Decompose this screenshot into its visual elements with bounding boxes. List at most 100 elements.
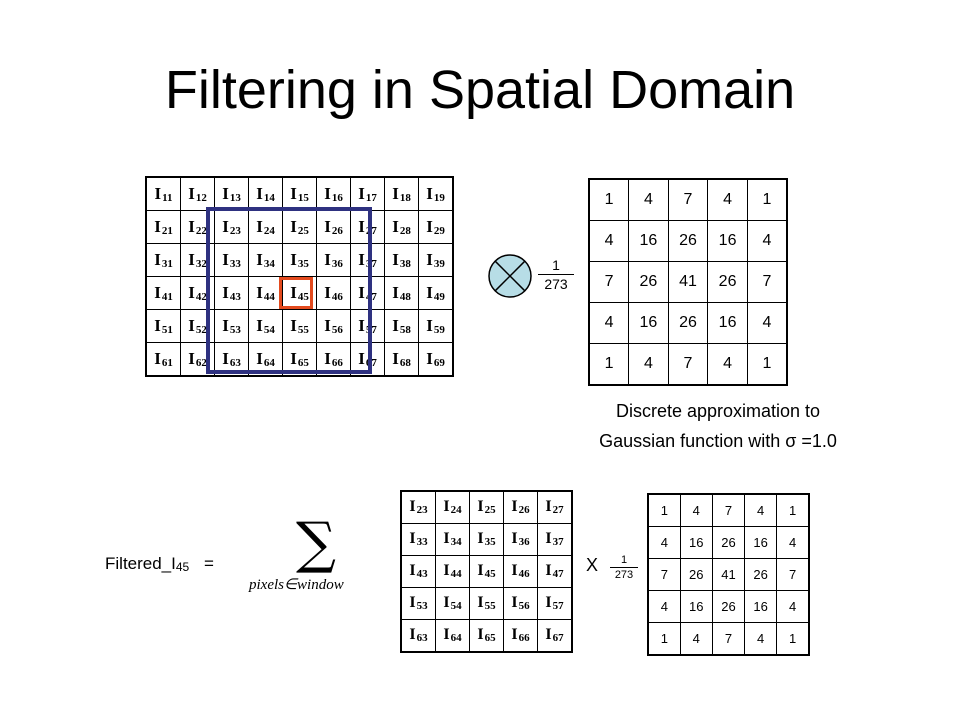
kernel-cell: 41	[711, 558, 746, 591]
pixel-cell: I26	[503, 490, 538, 524]
pixel-letter: I	[392, 216, 399, 236]
pixel-letter: I	[409, 498, 416, 515]
pixel-letter: I	[358, 348, 365, 368]
pixel-letter: I	[409, 562, 416, 579]
pixel-letter: I	[188, 183, 195, 203]
pixel-cell: I63	[400, 619, 436, 653]
pixel-cell: I47	[350, 276, 385, 310]
pixel-letter: I	[154, 216, 161, 236]
pixel-index: 41	[161, 290, 173, 303]
kernel-cell: 4	[776, 526, 811, 559]
pixel-cell: I28	[384, 210, 419, 244]
kernel-cell: 1	[776, 622, 811, 656]
pixel-letter: I	[477, 562, 484, 579]
pixel-cell: I67	[350, 342, 385, 377]
pixel-cell: I23	[214, 210, 249, 244]
pixel-cell: I53	[214, 309, 249, 343]
pixel-cell: I15	[282, 176, 317, 211]
pixel-letter: I	[290, 216, 297, 236]
pixel-letter: I	[358, 282, 365, 302]
kernel-cell: 7	[588, 261, 630, 303]
pixel-letter: I	[188, 216, 195, 236]
pixel-cell: I56	[316, 309, 351, 343]
kernel-cell: 16	[679, 526, 713, 559]
pixel-letter: I	[154, 315, 161, 335]
pixel-cell: I37	[350, 243, 385, 277]
pixel-letter: I	[426, 249, 433, 269]
pixel-index: 68	[399, 356, 411, 369]
pixel-letter: I	[392, 282, 399, 302]
pixel-letter: I	[545, 594, 552, 611]
pixel-letter: I	[443, 498, 450, 515]
pixel-index: 47	[552, 568, 564, 580]
pixel-cell: I33	[214, 243, 249, 277]
kernel-cell: 4	[707, 343, 748, 386]
kernel-cell: 16	[628, 220, 669, 262]
pixel-index: 58	[399, 323, 411, 336]
pixel-cell: I37	[537, 523, 573, 556]
pixel-cell: I24	[435, 490, 470, 524]
pixel-index: 35	[297, 257, 309, 270]
pixel-letter: I	[256, 282, 263, 302]
summation-range: pixels∈window	[249, 577, 344, 593]
pixel-letter: I	[290, 348, 297, 368]
pixel-index: 31	[161, 257, 173, 270]
pixel-letter: I	[511, 626, 518, 643]
pixel-cell: I55	[469, 587, 504, 620]
kernel-cell: 16	[744, 526, 778, 559]
pixel-index: 32	[195, 257, 207, 270]
pixel-index: 26	[518, 504, 530, 516]
pixel-letter: I	[392, 249, 399, 269]
pixel-index: 55	[484, 600, 496, 612]
pixel-index: 12	[195, 191, 207, 204]
pixel-cell: I66	[503, 619, 538, 653]
pixel-cell: I23	[400, 490, 436, 524]
kernel-cell: 26	[679, 558, 713, 591]
pixel-index: 25	[484, 504, 496, 516]
pixel-cell: I64	[435, 619, 470, 653]
pixel-cell: I27	[350, 210, 385, 244]
pixel-letter: I	[256, 216, 263, 236]
kernel-cell: 7	[667, 178, 709, 221]
pixel-cell: I53	[400, 587, 436, 620]
pixel-cell: I16	[316, 176, 351, 211]
pixel-letter: I	[477, 626, 484, 643]
pixel-index: 34	[263, 257, 275, 270]
kernel-cell: 4	[628, 178, 669, 221]
pixel-cell: I25	[282, 210, 317, 244]
pixel-cell: I49	[418, 276, 454, 310]
pixel-cell: I46	[503, 555, 538, 588]
kernel-cell: 1	[646, 622, 681, 656]
pixel-index: 23	[229, 224, 241, 237]
pixel-cell: I25	[469, 490, 504, 524]
pixel-index: 46	[518, 568, 530, 580]
pixel-cell: I29	[418, 210, 454, 244]
kernel-cell: 7	[776, 558, 811, 591]
pixel-cell: I36	[503, 523, 538, 556]
pixel-letter: I	[477, 498, 484, 515]
pixel-index: 11	[162, 191, 173, 204]
pixel-letter: I	[426, 348, 433, 368]
pixel-letter: I	[545, 562, 552, 579]
formula-normalization-fraction: 1 273	[610, 553, 638, 582]
pixel-letter: I	[290, 282, 297, 302]
pixel-letter: I	[443, 626, 450, 643]
formula-equals: =	[203, 554, 214, 573]
pixel-letter: I	[222, 282, 229, 302]
pixel-letter: I	[358, 315, 365, 335]
pixel-cell: I55	[282, 309, 317, 343]
pixel-index: 55	[297, 323, 309, 336]
pixel-cell: I35	[282, 243, 317, 277]
pixel-cell: I57	[350, 309, 385, 343]
kernel-cell: 26	[628, 261, 669, 303]
pixel-cell: I54	[435, 587, 470, 620]
pixel-cell: I11	[145, 176, 181, 211]
pixel-letter: I	[545, 530, 552, 547]
circle-times-icon	[488, 254, 532, 298]
pixel-cell: I45	[282, 276, 317, 310]
